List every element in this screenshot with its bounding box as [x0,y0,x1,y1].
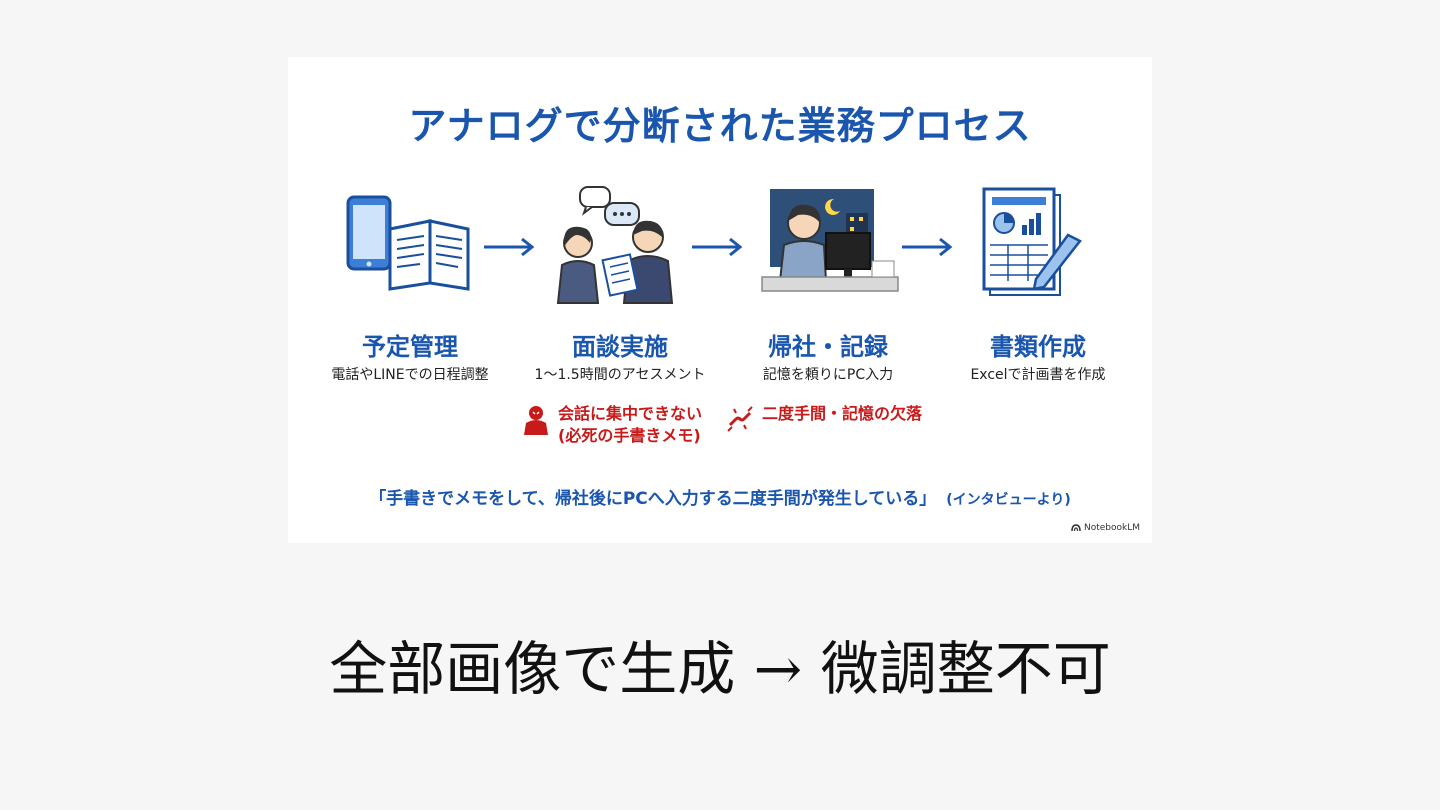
slide-title: アナログで分断された業務プロセス [288,95,1152,150]
step-title-schedule: 予定管理 [300,327,520,362]
night-pc-icon [760,185,900,305]
arrow-right-icon [482,237,538,257]
pain-focus-line2: (必死の手書きメモ) [558,425,702,447]
pain-point-double-work: 二度手間・記憶の欠落 [724,403,922,435]
interview-quote: 「手書きでメモをして、帰社後にPCへ入力する二度手間が発生している」 (インタビュ… [288,484,1152,509]
document-chart-icon [968,185,1108,305]
step-desc-interview: 1〜1.5時間のアセスメント [510,364,730,384]
step-title-document: 書類作成 [928,327,1148,362]
arrow-right-icon [900,237,956,257]
step-title-record: 帰社・記録 [718,327,938,362]
interview-icon [550,185,690,305]
pain-double-work-line1: 二度手間・記憶の欠落 [762,403,922,425]
broken-link-icon [724,403,756,435]
step-desc-record: 記憶を頼りにPC入力 [718,364,938,384]
slide-image: アナログで分断された業務プロセス [288,57,1152,543]
notebooklm-logo-icon [1071,524,1081,532]
quote-source: (インタビューより) [946,492,1071,508]
step-desc-document: Excelで計画書を作成 [928,364,1148,384]
quote-text: 「手書きでメモをして、帰社後にPCへ入力する二度手間が発生している」 [369,489,936,509]
notebooklm-watermark: NotebookLM [1071,523,1140,533]
stress-person-icon [520,403,552,435]
arrow-right-icon [690,237,746,257]
pain-focus-line1: 会話に集中できない [558,403,702,425]
step-desc-schedule: 電話やLINEでの日程調整 [300,364,520,384]
pain-point-focus: 会話に集中できない (必死の手書きメモ) [520,403,702,447]
slide-caption: 全部画像で生成 → 微調整不可 [0,622,1440,706]
watermark-label: NotebookLM [1084,523,1140,533]
step-title-interview: 面談実施 [510,327,730,362]
phone-notebook-icon [340,185,480,305]
